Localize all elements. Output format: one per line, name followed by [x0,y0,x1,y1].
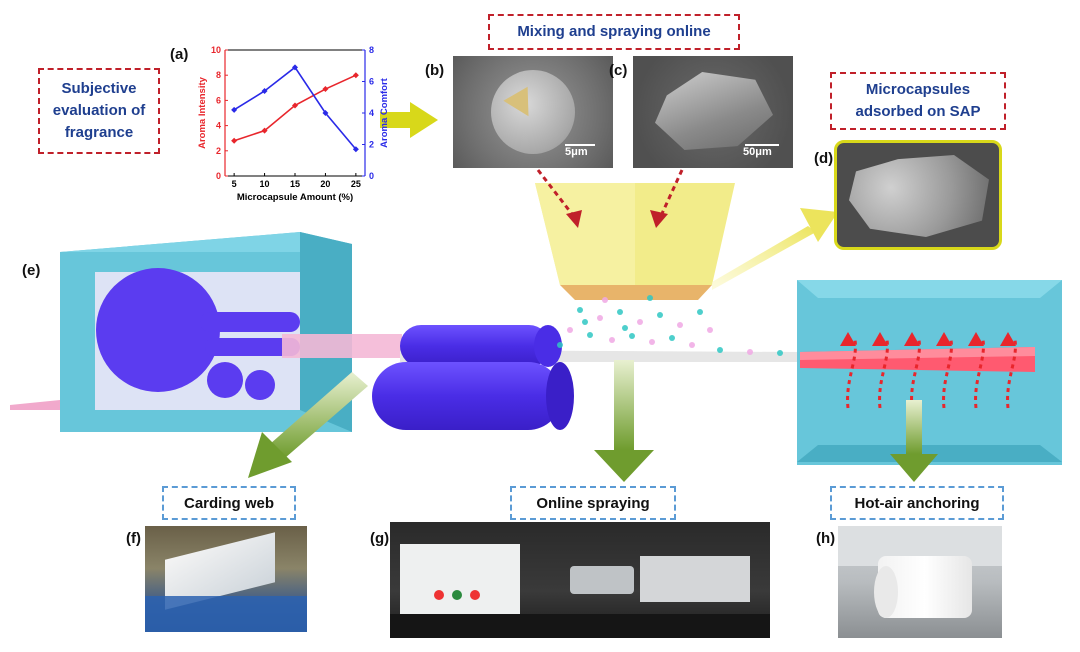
online-spraying-box: Online spraying [510,486,676,520]
sem-image-b: 5μm [453,56,613,168]
hot-air-anchoring-box: Hot-air anchoring [830,486,1004,520]
green-arrow-hot-air [890,400,938,482]
heat-arrow-heads [840,332,1016,346]
x-tick-label: 10 [260,179,270,189]
y-right-tick-label: 0 [369,171,374,181]
sem-image-c: 50μm [633,56,793,168]
y-right-tick-label: 2 [369,140,374,150]
panel-label-g: (g) [370,530,390,547]
y-left-tick-label: 0 [216,171,221,181]
x-tick-label: 15 [290,179,300,189]
panel-label-f: (f) [126,530,141,547]
spray-particles [557,295,783,356]
y-left-tick-label: 2 [216,146,221,156]
x-axis-label: Microcapsule Amount (%) [237,192,353,203]
panel-label-b: (b) [425,62,445,79]
y-left-tick-label: 4 [216,121,221,131]
carding-machine [10,232,402,432]
sem-image-d [834,140,1002,250]
x-tick-label: 20 [320,179,330,189]
series-2-point [231,106,238,113]
mixing-spraying-box: Mixing and spraying online [488,14,740,50]
panel-label-c: (c) [609,62,628,79]
y-axis-label-right: Aroma Comfort [379,77,390,148]
series-1-point [352,72,359,79]
x-tick-label: 5 [232,179,237,189]
hot-air-oven [797,280,1062,465]
yellow-arrow-right [380,102,438,138]
series-1-point [292,102,298,109]
subjective-evaluation-box: Subjective evaluation of fragrance [38,68,160,154]
online-spraying-label: Online spraying [536,494,650,512]
red-dashed-arrows [536,169,684,219]
panel-label-d: (d) [814,150,834,167]
photo-online-spraying [390,522,770,638]
series-2-point [322,110,329,116]
green-arrow-carding [248,372,368,478]
series-1-point [261,127,268,134]
series-1-point [322,86,329,93]
roller-pair [372,325,574,430]
mixing-spraying-label: Mixing and spraying online [517,23,711,40]
spray-hopper [535,183,735,300]
hot-air-anchoring-label: Hot-air anchoring [854,494,980,512]
scale-bar-b: 5μm [565,146,588,158]
green-arrow-spraying [594,360,654,482]
y-left-tick-label: 10 [211,45,221,55]
microcapsules-sap-label: Microcapsules adsorbed on SAP [855,81,981,120]
y-right-tick-label: 4 [369,108,374,118]
carding-web-box: Carding web [162,486,296,520]
series-2-point [352,146,359,153]
microcapsule-sphere [491,70,575,154]
photo-carding-web [145,526,307,632]
control-box [400,544,520,618]
panel-label-a: (a) [170,46,189,63]
yellow-beam [712,226,816,290]
subjective-evaluation-label: Subjective evaluation of fragrance [52,80,146,141]
series-1-point [231,137,238,144]
particle-shape [655,72,773,150]
y-axis-label-left: Aroma Intensity [197,76,208,149]
y-left-tick-label: 8 [216,70,221,80]
microcapsules-sap-box: Microcapsules adsorbed on SAP [830,72,1006,130]
sap-particle [849,155,989,237]
panel-label-h: (h) [816,530,836,547]
carding-web-label: Carding web [183,494,274,512]
y-right-tick-label: 8 [369,45,374,55]
panel-label-e: (e) [22,262,41,279]
y-left-tick-label: 6 [216,95,221,105]
series-2-point [292,64,298,71]
scale-bar-c: 50μm [743,146,772,158]
series-2-point [261,87,268,94]
x-tick-label: 25 [351,179,361,189]
y-right-tick-label: 6 [369,77,374,87]
photo-hot-air-anchoring [838,526,1002,638]
